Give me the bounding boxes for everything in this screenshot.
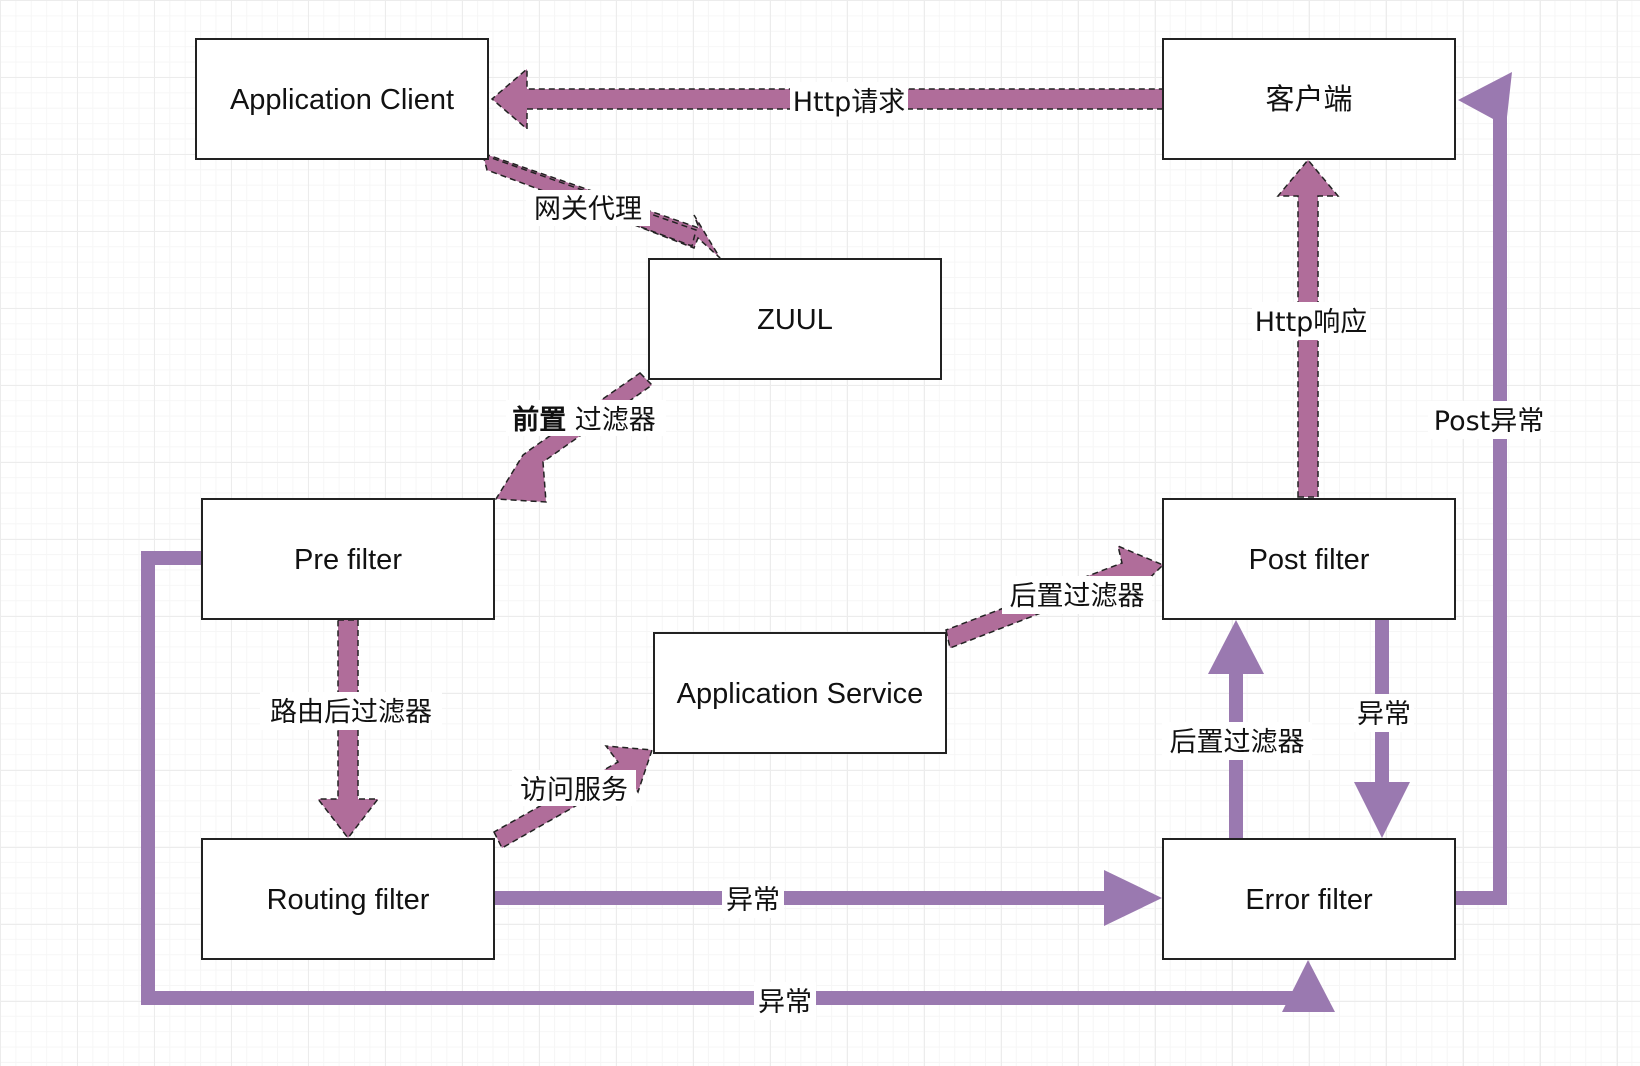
edge-http-request: Http请求 [490, 67, 1164, 131]
http-response-label: Http响应 [1255, 307, 1368, 338]
zuul-label: ZUUL [757, 304, 833, 336]
post-filter-node-label: Post filter [1249, 544, 1370, 576]
edge-http-response: Http响应 [1252, 158, 1370, 498]
gateway-proxy-label: 网关代理 [534, 194, 642, 225]
access-service-label: 访问服务 [520, 775, 628, 806]
application-service-label: Application Service [677, 678, 924, 710]
node-pre-filter: Pre filter [201, 498, 495, 620]
node-client: 客户端 [1162, 38, 1456, 160]
post-filter-1-label: 后置过滤器 [1010, 581, 1145, 612]
post-filter-2-label: 后置过滤器 [1170, 727, 1305, 758]
edge-route-post-filter: 路由后过滤器 [260, 619, 442, 840]
node-application-service: Application Service [653, 632, 947, 754]
edge-exception-routing-error: 异常 [494, 870, 1162, 926]
node-application-client: Application Client [195, 38, 489, 160]
node-error-filter: Error filter [1162, 838, 1456, 960]
pre-filter-edge-label: 前置 过滤器 [512, 404, 656, 436]
edge-post-filter-1: 后置过滤器 [945, 544, 1165, 650]
post-filter-2-arrowhead [1208, 620, 1264, 674]
exception-post-error-label: 异常 [1357, 699, 1411, 730]
edge-post-filter-2: 后置过滤器 [1162, 620, 1312, 838]
edge-pre-filter: 前置 过滤器 [494, 372, 666, 503]
error-filter-label: Error filter [1245, 884, 1373, 916]
post-exception-label: Post异常 [1434, 406, 1545, 437]
client-label: 客户端 [1265, 83, 1352, 116]
edge-access-service: 访问服务 [493, 745, 654, 850]
exception-pre-error-arrowhead [1282, 960, 1335, 1012]
route-post-filter-label: 路由后过滤器 [270, 697, 432, 728]
exception-routing-error-arrowhead [1104, 870, 1162, 926]
node-post-filter: Post filter [1162, 498, 1456, 620]
pre-filter-node-label: Pre filter [294, 544, 402, 576]
edge-gateway-proxy: 网关代理 [481, 152, 721, 259]
edge-exception-post-error: 异常 [1354, 620, 1414, 838]
http-request-label: Http请求 [793, 87, 906, 118]
edge-exception-pre-error: 异常 [141, 551, 1335, 1020]
node-routing-filter: Routing filter [201, 838, 495, 960]
exception-pre-error-label: 异常 [758, 987, 812, 1018]
pre-filter-arrow [494, 372, 654, 503]
exception-post-error-arrowhead [1354, 782, 1410, 838]
edge-post-exception: Post异常 [1428, 72, 1550, 905]
exception-routing-error-label: 异常 [726, 885, 780, 916]
post-exception-arrowhead [1458, 72, 1512, 126]
routing-filter-label: Routing filter [267, 884, 430, 916]
application-client-label: Application Client [230, 84, 454, 116]
node-zuul: ZUUL [648, 258, 942, 380]
